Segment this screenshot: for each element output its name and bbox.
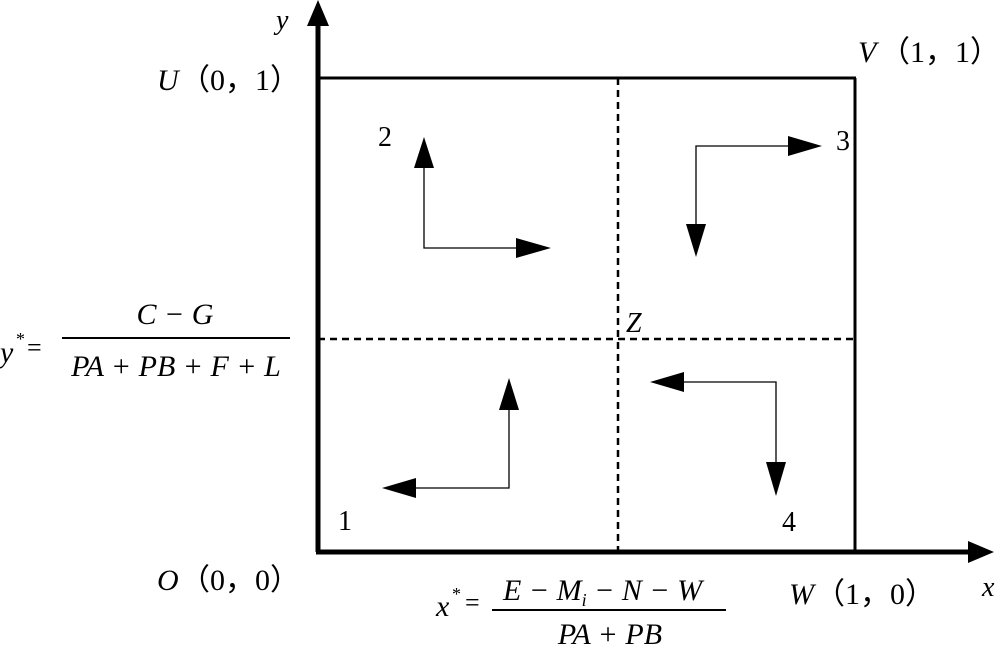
x-axis — [316, 541, 994, 563]
corner-w-name: W — [789, 578, 817, 611]
region-label-1: 1 — [338, 506, 352, 537]
x-axis-label: x — [981, 572, 995, 603]
corner-label-o: O （0，0） — [157, 564, 300, 597]
corner-label-u: U （0，1） — [157, 64, 300, 97]
unit-square — [318, 76, 857, 552]
corner-o-coords: （0，0） — [180, 564, 300, 597]
x-star-numerator: E − Mi − N − W — [502, 574, 705, 610]
y-star-numerator: C − G — [137, 298, 214, 331]
x-star-numerator-b: − N − W — [587, 574, 705, 607]
corner-label-w: W （1，0） — [789, 578, 935, 611]
x-star-equation: x * = E − Mi − N − W PA + PB — [435, 574, 726, 649]
region-label-2: 2 — [378, 122, 392, 153]
y-star-equation: y * = C − G PA + PB + F + L — [0, 298, 290, 383]
y-star-lhs: y — [0, 336, 14, 369]
y-star-equals: = — [27, 333, 42, 362]
corner-u-name: U — [157, 64, 181, 97]
x-star-lhs: x — [435, 590, 450, 623]
corner-v-name: V — [858, 36, 880, 69]
x-star-superscript: * — [452, 584, 461, 604]
corner-w-coords: （1，0） — [815, 578, 935, 611]
y-axis — [307, 0, 329, 552]
region-2-arrows — [414, 137, 551, 258]
region-4-arrows — [650, 372, 786, 496]
region-label-3: 3 — [836, 126, 850, 157]
x-star-numerator-a: E − M — [502, 574, 584, 607]
corner-label-v: V （1，1） — [858, 36, 1000, 69]
y-star-denominator: PA + PB + F + L — [70, 350, 281, 383]
corner-o-name: O — [157, 564, 179, 597]
region-3-arrows — [686, 136, 822, 257]
corner-v-coords: （1，1） — [880, 36, 1000, 69]
region-1-arrows — [382, 378, 519, 498]
region-label-4: 4 — [782, 507, 796, 538]
y-star-superscript: * — [16, 329, 25, 349]
center-label-z: Z — [626, 308, 642, 339]
x-star-equals: = — [465, 588, 480, 617]
y-axis-label: y — [273, 5, 289, 36]
x-star-numerator-subscript: i — [582, 590, 587, 610]
x-star-denominator: PA + PB — [557, 618, 662, 649]
corner-u-coords: （0，1） — [180, 64, 300, 97]
